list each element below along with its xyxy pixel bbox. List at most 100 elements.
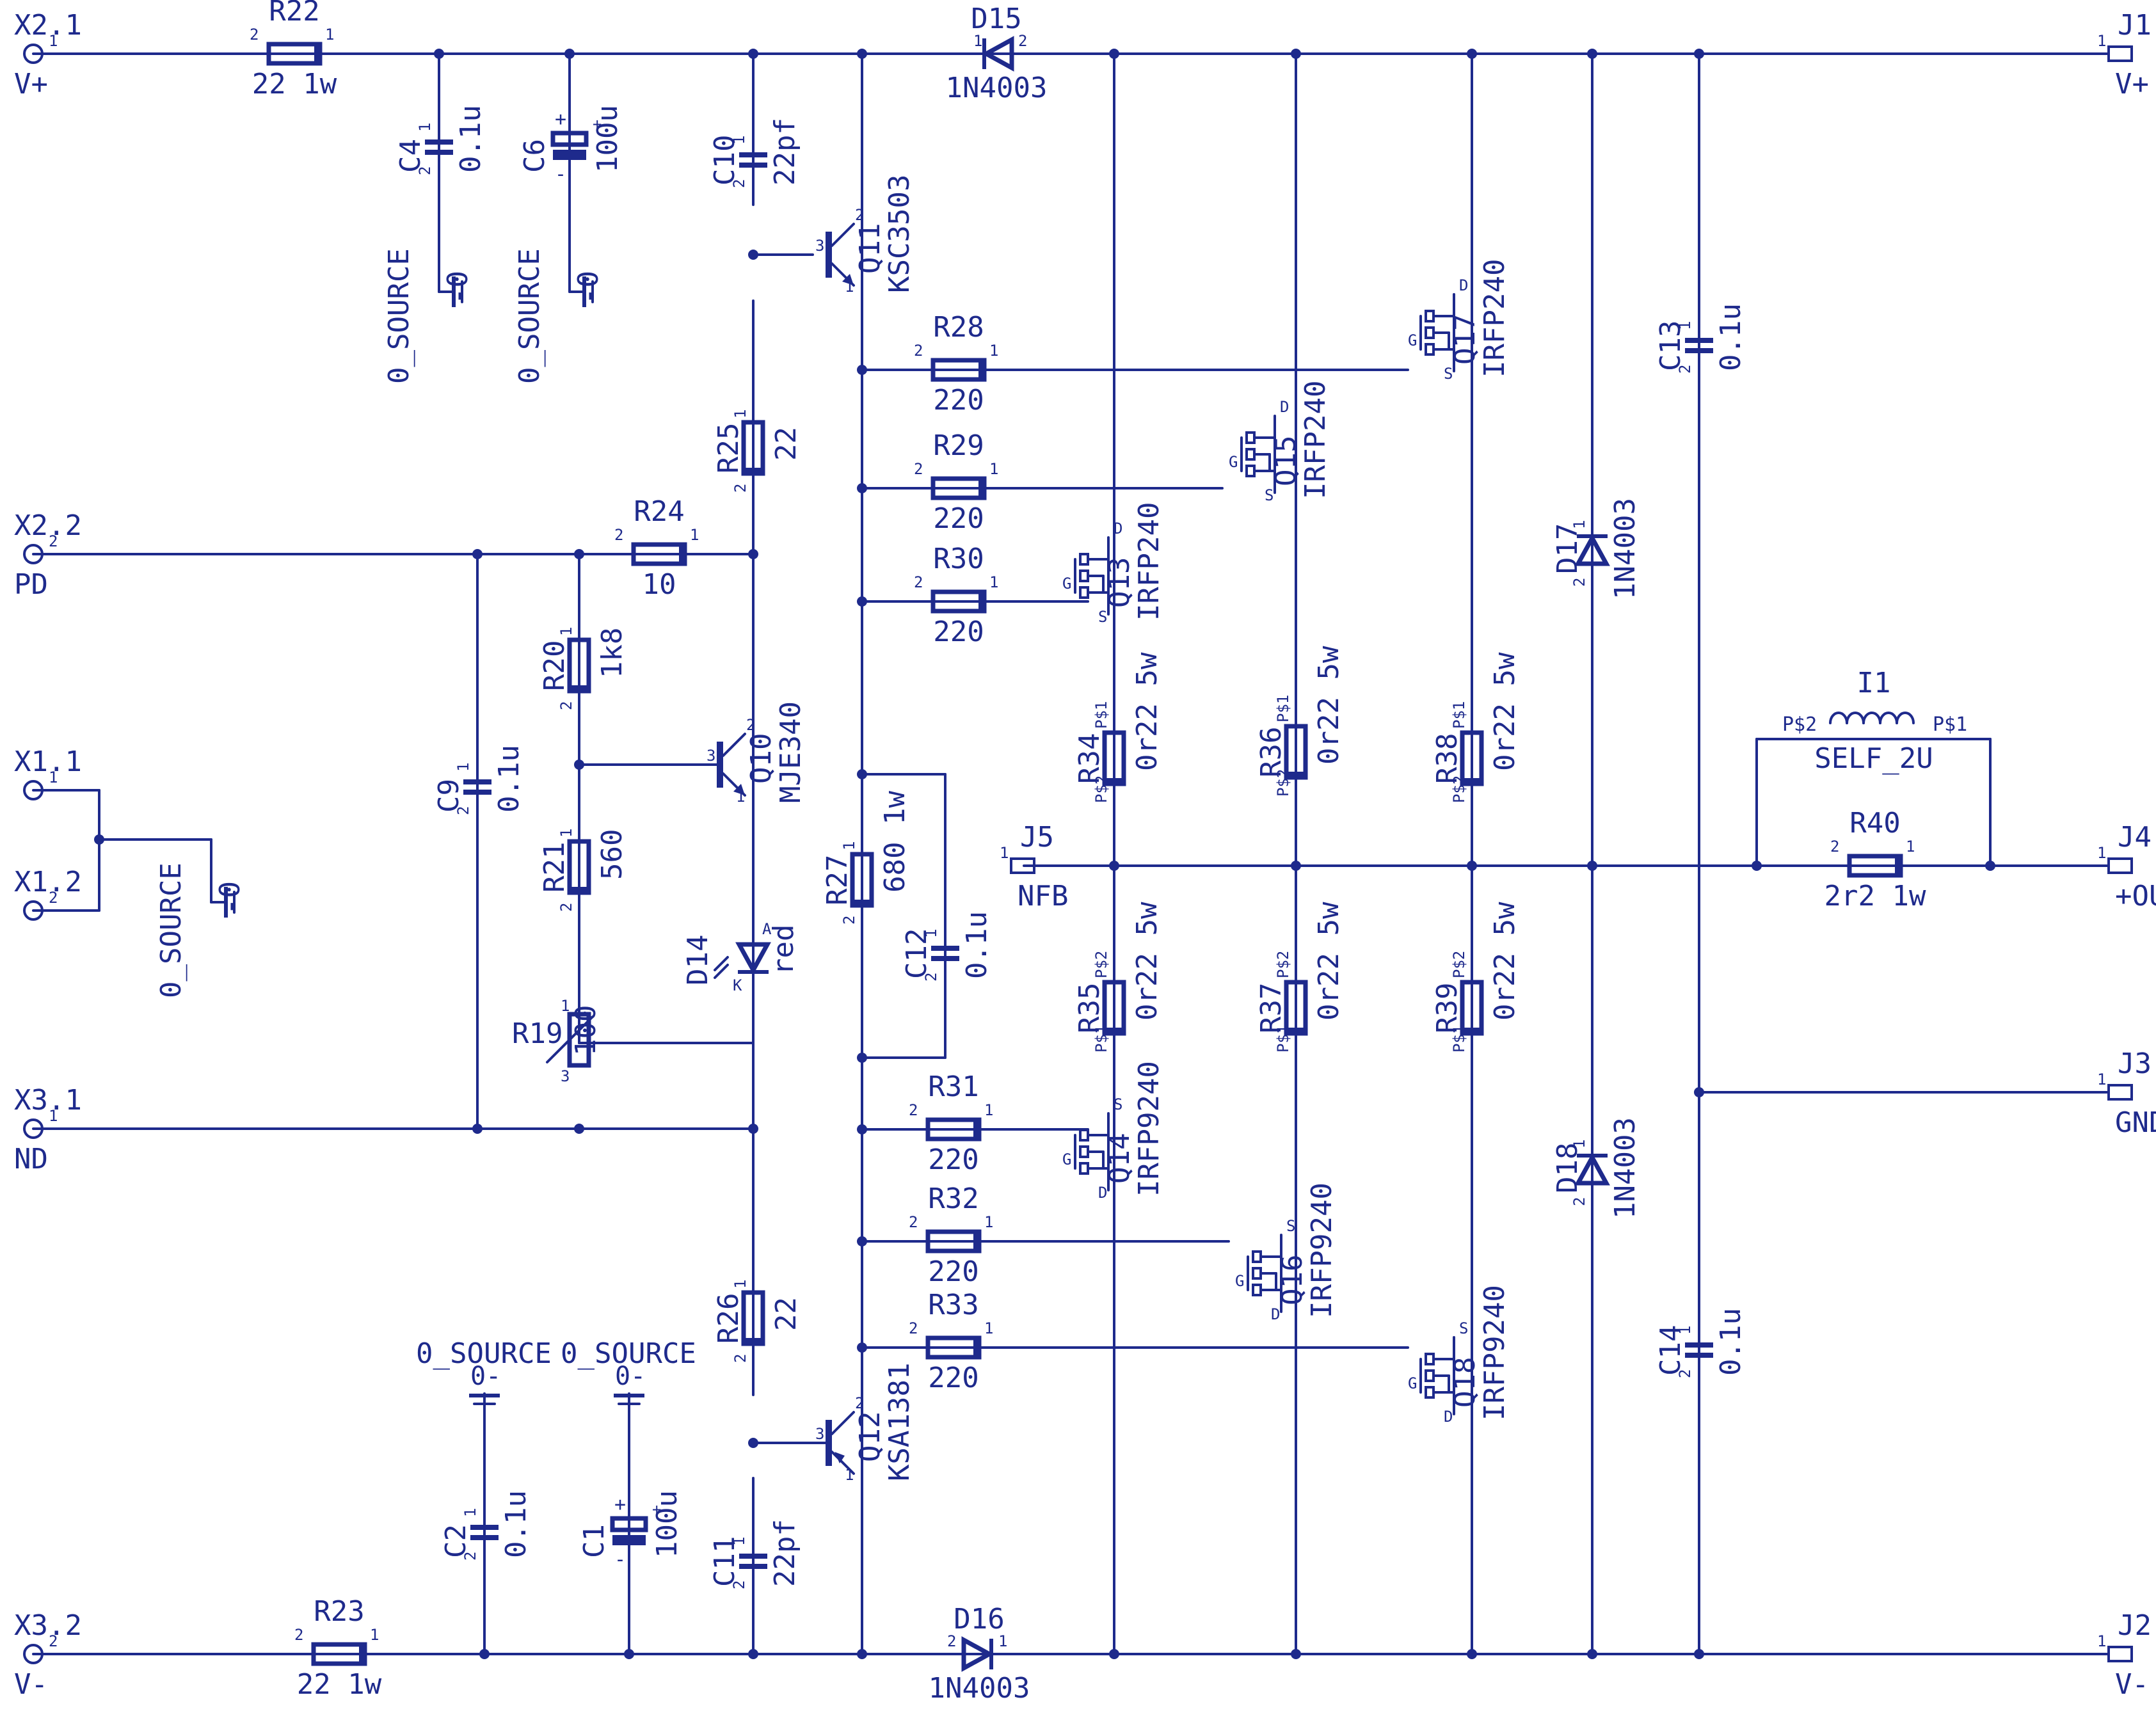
pin-label: D <box>1114 520 1122 537</box>
pin-label: 1 <box>845 1466 854 1484</box>
pin-label: 2 <box>731 1354 749 1363</box>
diode-d17 <box>1574 533 1610 566</box>
pin-label: 2 <box>914 573 923 591</box>
part-value: 22pf <box>769 1519 801 1587</box>
pin-label: 2 <box>1570 1197 1588 1206</box>
capacitor-c14 <box>1685 1342 1713 1358</box>
part-name: C10 <box>708 135 741 186</box>
pin-label: 1 <box>2097 1070 2106 1088</box>
pin-label: 3 <box>707 747 715 765</box>
part-name: D17 <box>1551 523 1584 574</box>
pin-label: 1 <box>984 1319 993 1337</box>
junction-dot <box>748 1124 758 1134</box>
junction-dot <box>1587 861 1597 871</box>
part-value: IRFP240 <box>1133 502 1165 621</box>
part-value: 100u <box>591 105 624 173</box>
junction-dot <box>1587 1649 1597 1659</box>
part-name: R23 <box>314 1595 364 1628</box>
part-name: R33 <box>928 1289 978 1321</box>
capacitor-plate <box>739 163 767 168</box>
terminal <box>1010 857 1035 874</box>
pin-label: 3 <box>815 237 824 255</box>
terminal <box>2107 1646 2133 1662</box>
capacitor-plate <box>1685 348 1713 353</box>
ground-label: 0_SOURCE <box>416 1337 552 1370</box>
capacitor-c13 <box>1685 338 1713 353</box>
pin-label: 1 <box>1676 1326 1694 1335</box>
part-name: R24 <box>634 495 684 528</box>
pin-label: 1 <box>2097 1632 2106 1650</box>
part-name: R30 <box>933 543 984 575</box>
part-value: 100 <box>570 1005 602 1056</box>
pin-label: 1 <box>1570 520 1588 529</box>
part-value: 220 <box>933 616 984 648</box>
capacitor-c10 <box>739 152 767 168</box>
ground-bar <box>224 887 228 918</box>
resistor-r22 <box>266 42 323 66</box>
pin-label: 1 <box>731 410 749 418</box>
pin-label: G <box>1408 1374 1417 1392</box>
diode-d18 <box>1574 1152 1610 1186</box>
resistor-marker <box>679 545 685 564</box>
diode-body <box>1574 1152 1610 1186</box>
capacitor-plate <box>1685 1353 1713 1358</box>
pin-label: 2 <box>49 889 58 907</box>
resistor-r36 <box>1284 724 1308 780</box>
pin-label: P$1 <box>1092 1025 1110 1053</box>
pin-label: D <box>1459 276 1468 294</box>
part-value: 22 1w <box>297 1668 382 1701</box>
resistor-marker <box>359 1644 365 1664</box>
bjt-arrow <box>842 274 854 285</box>
pin-label: 2 <box>49 532 58 550</box>
capacitor-plate <box>470 1525 499 1530</box>
capacitor-plate <box>612 1535 646 1545</box>
part-value: 1N4003 <box>946 72 1048 104</box>
pin-label: 1 <box>984 1213 993 1231</box>
pin-label: 1 <box>1000 844 1009 862</box>
junction-dot <box>1291 861 1301 871</box>
transistor-q14 <box>1074 1112 1110 1191</box>
junction-dot <box>1109 861 1119 871</box>
resistor-r32 <box>925 1229 982 1253</box>
connector-net: ND <box>14 1143 48 1175</box>
terminal <box>23 44 44 64</box>
transistor-q15 <box>1240 415 1276 494</box>
part-name: Q11 <box>854 223 886 274</box>
pin-label: 2 <box>1570 578 1588 587</box>
part-value: 22 1w <box>252 68 337 100</box>
resistor-marker <box>973 1120 979 1139</box>
part-name: C11 <box>708 1536 741 1587</box>
diode-bar <box>989 1639 993 1669</box>
resistor-marker <box>1462 778 1481 784</box>
part-name: R28 <box>933 311 984 344</box>
pin-label: P$2 <box>1450 776 1468 803</box>
junction-dot <box>1467 1649 1477 1659</box>
resistor-marker <box>1895 856 1901 875</box>
connector-j5 <box>1010 857 1035 874</box>
resistor-r30 <box>930 589 987 614</box>
pin-label: 2 <box>746 716 755 734</box>
capacitor-plate <box>425 139 453 145</box>
connector-name: X3.2 <box>14 1609 82 1642</box>
resistor-r33 <box>925 1335 982 1360</box>
pin-label: S <box>1098 608 1107 626</box>
transistor-q18 <box>1419 1336 1455 1415</box>
junction-dot <box>857 483 867 493</box>
part-name: D16 <box>954 1603 1004 1635</box>
part-value: 0.1u <box>1714 1308 1747 1376</box>
pin-label: 1 <box>840 841 858 850</box>
junction-dot <box>1467 49 1477 59</box>
bjt-lead <box>722 733 746 757</box>
connector-x22 <box>23 544 44 564</box>
part-name: C1 <box>578 1524 611 1558</box>
inductor-i1 <box>1829 712 1915 724</box>
part-value: 0r22 5w <box>1313 902 1345 1021</box>
part-name: R26 <box>712 1293 745 1344</box>
part-name: C6 <box>518 139 551 173</box>
part-name: Q16 <box>1276 1255 1309 1305</box>
resistor-marker <box>1105 1028 1124 1033</box>
pin-label: 1 <box>998 1632 1007 1650</box>
connector-name: X3.1 <box>14 1084 82 1117</box>
connector-net: V+ <box>2115 68 2149 100</box>
